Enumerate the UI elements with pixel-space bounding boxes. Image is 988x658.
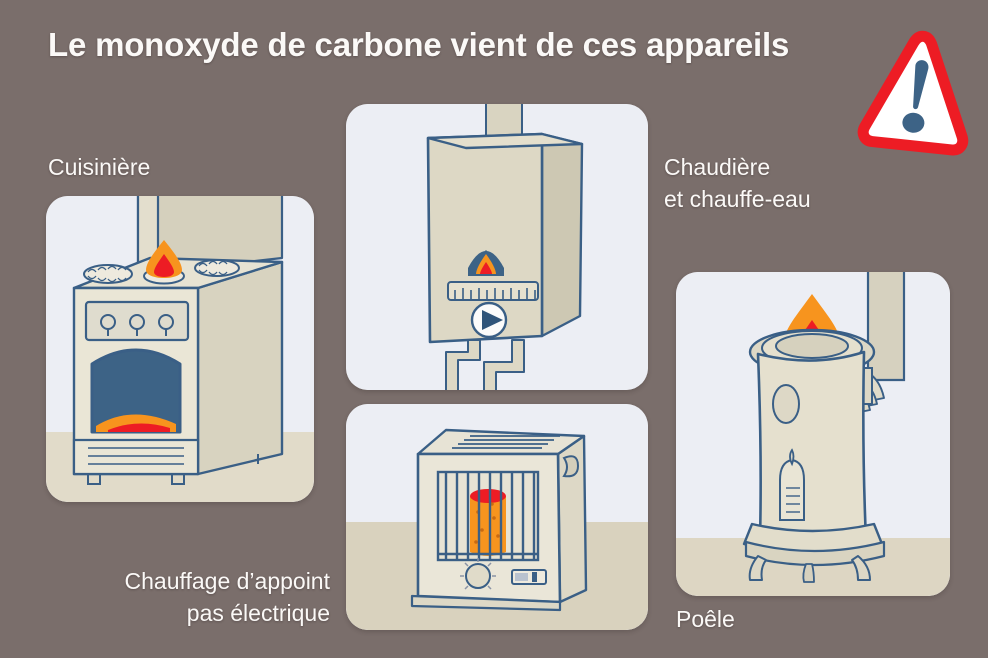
panel-chauffage: [346, 404, 648, 630]
caption-cuisiniere: Cuisinière: [48, 154, 151, 180]
panel-cuisiniere: [46, 196, 314, 502]
warning-triangle-icon: [856, 22, 978, 162]
panel-chaudiere: [346, 104, 648, 390]
page-title: Le monoxyde de carbone vient de ces appa…: [48, 26, 790, 63]
caption-poele: Poêle: [676, 606, 735, 632]
caption-chauffage: Chauffage d’appoint pas électrique: [124, 568, 330, 626]
panel-poele: [676, 272, 950, 596]
caption-chaudiere: Chaudière et chauffe-eau: [664, 154, 811, 212]
